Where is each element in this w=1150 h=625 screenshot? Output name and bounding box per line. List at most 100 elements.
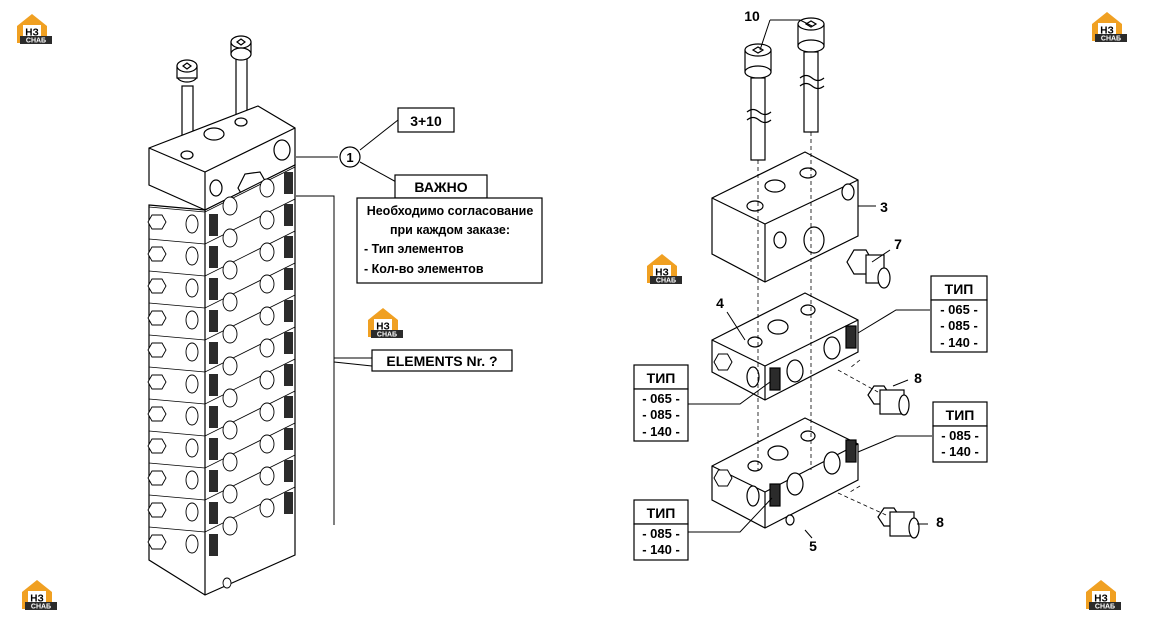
logo-center-right: СНАБ [647,254,682,285]
row-port [222,388,238,408]
logo-bottom-right: СНАБ [1086,580,1121,611]
label-plug-8-lower: 8 [936,514,944,530]
type-table-4-right: ТИП - 065 - - 085 - - 140 - [930,275,988,353]
row-pocket [209,278,218,300]
row-pocket [284,428,293,450]
logo-bottom-left: СНАБ [22,580,57,611]
row-pocket [209,534,218,556]
stack-leaders [296,119,399,525]
row-port [222,324,238,344]
type-table-5-right: ТИП - 085 - - 140 - [932,401,988,463]
row-pocket [284,396,293,418]
quantity-label: 3+10 [410,113,442,129]
row-pocket [284,204,293,226]
row-nut [147,342,167,358]
row-pocket [284,364,293,386]
row-pocket [209,342,218,364]
element-5 [711,417,859,529]
type-row: - 140 - [642,542,680,557]
item-1-label: 1 [346,150,353,165]
row-port [222,516,238,536]
row-pocket [284,236,293,258]
plug-8-lower [877,507,920,539]
row-nut [147,374,167,390]
type-row: - 140 - [941,444,979,459]
row-port [259,498,275,518]
type-row: - 085 - [642,407,680,422]
logo-sub: СНАБ [26,38,46,45]
logo-sub: СНАБ [1101,36,1121,43]
exploded-view [711,17,920,539]
row-pocket [284,300,293,322]
row-pocket [209,438,218,460]
row-nut [147,246,167,262]
notice-line-2: при каждом заказе: [390,223,510,237]
label-element-4: 4 [716,295,724,311]
row-port [185,310,199,330]
row-pocket [284,332,293,354]
quantity-box: 3+10 [397,107,455,133]
row-port [185,278,199,298]
row-nut [147,278,167,294]
row-pocket [209,502,218,524]
logo-sub: СНАБ [1095,604,1115,611]
part-number-labels: 10 3 7 4 8 8 5 [716,8,944,554]
row-pocket [284,460,293,482]
label-block-3: 3 [880,199,888,215]
label-plug-8-upper: 8 [914,370,922,386]
logo-sub: СНАБ [656,278,676,285]
row-port [222,452,238,472]
top-bolt-left [176,59,198,161]
top-bolt-right [230,35,252,129]
type-row: - 085 - [940,318,978,333]
bolt-10-right [797,17,825,133]
logo-top-left: СНАБ [17,14,52,45]
row-port [185,470,199,490]
logo-sub: СНАБ [377,332,397,339]
label-fitting-7: 7 [894,236,902,252]
row-pocket [209,406,218,428]
row-port [185,406,199,426]
stack-row-details [147,166,296,589]
type-header: ТИП [647,505,676,521]
exploded-leaders [686,19,932,539]
top-block-3 [711,151,859,283]
row-port [259,370,275,390]
type-row: - 085 - [941,428,979,443]
type-row: - 065 - [940,302,978,317]
row-pocket [284,268,293,290]
row-port [222,292,238,312]
notice-box: Необходимо согласование при каждом заказ… [356,197,543,284]
fitting-7 [846,249,891,289]
item-1-callout: 1 [339,146,361,168]
notice-line-1: Необходимо согласование [367,204,534,218]
row-port [222,196,238,216]
type-header: ТИП [647,370,676,386]
label-bolts-10: 10 [744,8,760,24]
assembly-axes [757,132,887,516]
type-row: - 140 - [642,424,680,439]
row-nut [147,310,167,326]
notice-line-3: - Тип элементов [364,242,464,256]
important-box: ВАЖНО [394,174,488,199]
logo-sub: СНАБ [31,604,51,611]
row-port [259,306,275,326]
row-port [222,228,238,248]
plug-8-upper [867,385,910,416]
row-port [185,502,199,522]
stack-end-hole [222,577,232,589]
row-port [185,214,199,234]
row-port [259,338,275,358]
label-element-5: 5 [809,538,817,554]
row-pocket [209,246,218,268]
element-rows [148,164,296,596]
row-pocket [209,470,218,492]
row-nut [147,534,167,550]
row-port [185,246,199,266]
type-header: ТИП [945,281,974,297]
row-port [259,466,275,486]
row-pocket [284,492,293,514]
row-port [185,342,199,362]
row-nut [147,438,167,454]
